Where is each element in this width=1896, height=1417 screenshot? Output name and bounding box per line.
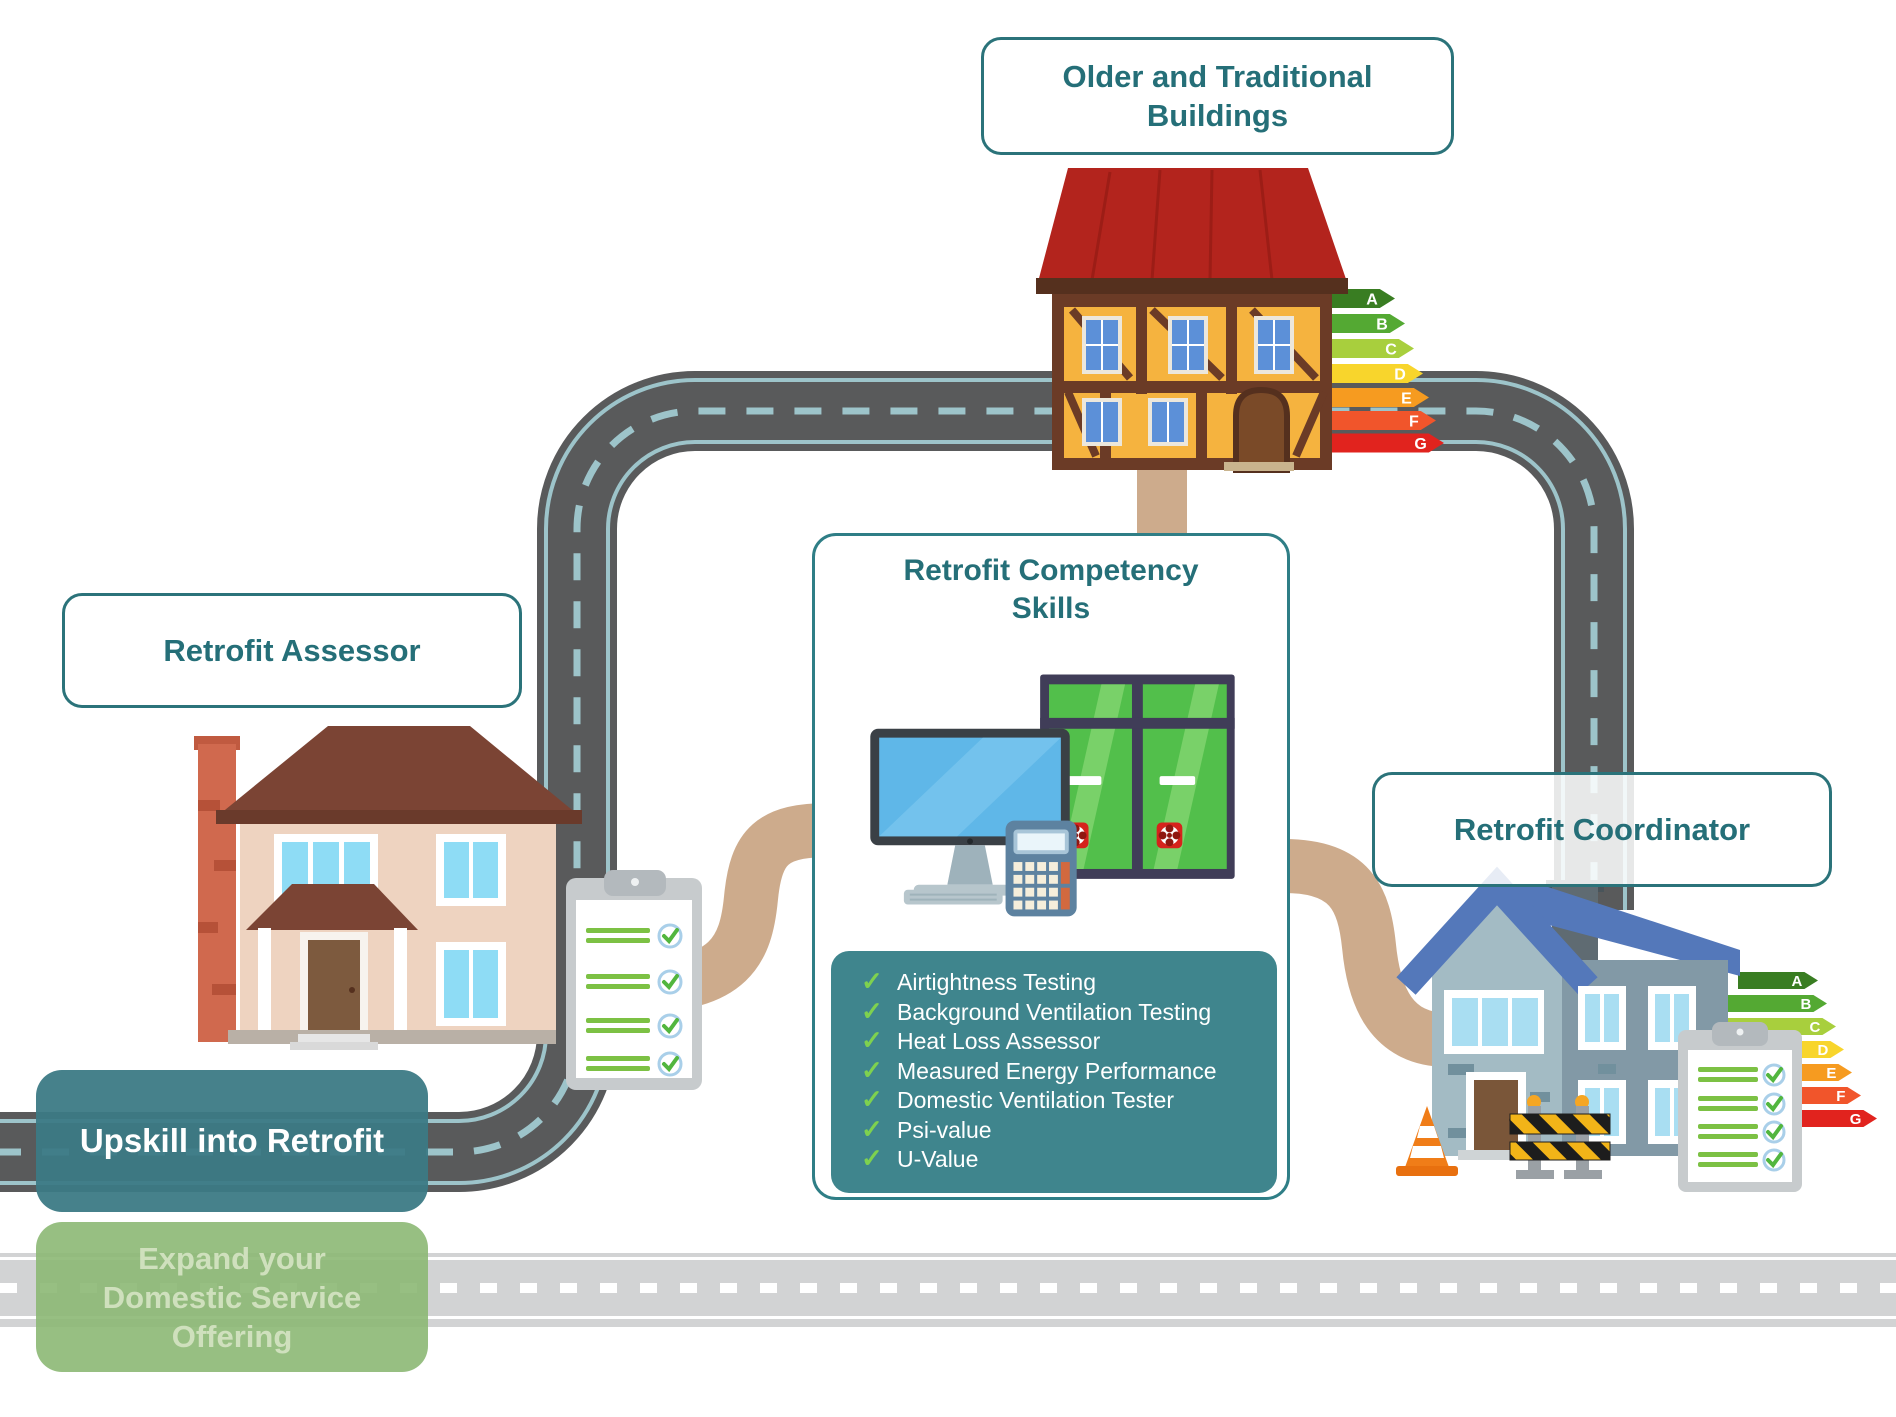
epc-letter-C: C	[1385, 341, 1397, 358]
skill-item: ✓ Psi-value	[861, 1114, 1277, 1144]
keyboard-icon	[903, 889, 1003, 905]
fan-icon	[1156, 822, 1183, 849]
assessor-clipboard	[566, 870, 702, 1090]
epc-arrow-B	[1726, 995, 1827, 1012]
traditional-house	[1036, 168, 1348, 473]
check-icon: ✓	[861, 1113, 883, 1144]
door	[308, 940, 360, 1034]
traffic-cone	[1396, 1106, 1458, 1176]
roof	[220, 726, 577, 814]
label-retrofit-coordinator: Retrofit Coordinator	[1372, 772, 1832, 887]
hazard-bar	[1509, 1113, 1611, 1135]
roof-right	[1500, 886, 1740, 976]
skill-item: ✓ U-Value	[861, 1143, 1277, 1173]
epc-letter-G: G	[1414, 436, 1426, 453]
banner-line: Expand your	[138, 1240, 326, 1276]
check-icon: ✓	[861, 1025, 883, 1055]
epc-letter-A: A	[1366, 291, 1378, 308]
banner-text: Upskill into Retrofit	[79, 1122, 385, 1159]
check-icon: ✓	[861, 966, 883, 996]
arched-door	[1233, 386, 1290, 473]
coordinator-clipboard	[1678, 1022, 1802, 1192]
epc-letter-B: B	[1801, 996, 1812, 1013]
label-line: Older and Traditional	[1062, 59, 1373, 94]
epc-letter-F: F	[1836, 1088, 1845, 1105]
connector-top	[1137, 460, 1187, 540]
skill-label: Psi-value	[897, 1116, 992, 1143]
upskill-into-retrofit-banner: Upskill into Retrofit	[36, 1070, 428, 1212]
connector-right	[1283, 839, 1450, 1067]
epc-letter-C: C	[1810, 1019, 1821, 1036]
label-line: Retrofit Assessor	[163, 632, 421, 668]
windows	[1444, 986, 1696, 1144]
epc-letter-D: D	[1394, 366, 1406, 383]
skill-item: ✓ Airtightness Testing	[861, 966, 1277, 996]
roof	[1038, 168, 1347, 282]
assessor-house	[194, 726, 582, 1050]
panel-title-line: Retrofit Competency	[903, 554, 1199, 587]
check-icon: ✓	[861, 1054, 883, 1085]
banner-line: Offering	[171, 1318, 293, 1354]
skill-label: Measured Energy Performance	[897, 1057, 1217, 1084]
coordinator-house	[1396, 866, 1740, 1160]
label-line: Retrofit Coordinator	[1453, 811, 1751, 847]
skill-item: ✓ Domestic Ventilation Tester	[861, 1084, 1277, 1114]
label-retrofit-assessor: Retrofit Assessor	[62, 593, 522, 708]
check-icon: ✓	[861, 1084, 883, 1114]
panel-illustration	[870, 674, 1235, 917]
skill-label: Domestic Ventilation Tester	[897, 1087, 1174, 1113]
epc-letter-E: E	[1401, 390, 1412, 407]
skill-label: Background Ventilation Testing	[897, 998, 1212, 1025]
checklist-rows	[586, 923, 683, 1077]
epc-letter-E: E	[1826, 1065, 1836, 1082]
check-icon: ✓	[861, 1143, 883, 1173]
skill-item: ✓ Background Ventilation Testing	[861, 996, 1277, 1026]
epc-letter-G: G	[1850, 1111, 1862, 1128]
label-line: Buildings	[1146, 98, 1289, 133]
expand-domestic-service-banner: Expand your Domestic Service Offering	[36, 1222, 428, 1372]
skill-item: ✓ Heat Loss Assessor	[861, 1025, 1277, 1055]
hazard-bar	[1509, 1141, 1611, 1161]
skill-item: ✓ Measured Energy Performance	[861, 1055, 1277, 1085]
roadworks-barrier	[1509, 1095, 1611, 1179]
porch-roof	[246, 884, 418, 930]
windows	[1082, 316, 1294, 446]
epc-letter-D: D	[1818, 1042, 1829, 1059]
epc-letter-A: A	[1792, 973, 1803, 990]
chimney	[198, 744, 236, 1042]
label-older-traditional-buildings: Older and Traditional Buildings	[981, 37, 1454, 155]
banner-line: Domestic Service	[102, 1279, 362, 1315]
calculator-icon	[1005, 820, 1077, 917]
computer-monitor-icon	[870, 728, 1070, 905]
skill-label: Airtightness Testing	[897, 969, 1097, 995]
epc-letter-F: F	[1409, 413, 1419, 430]
check-icons	[1762, 1063, 1786, 1172]
competency-skills-list: ✓ Airtightness Testing ✓ Background Ventila…	[831, 951, 1277, 1193]
epc-arrow-G	[1295, 433, 1444, 453]
retrofit-competency-panel: Retrofit Competency Skills	[812, 533, 1290, 1200]
panel-title: Retrofit Competency Skills	[815, 552, 1287, 628]
skill-label: Heat Loss Assessor	[897, 1028, 1101, 1054]
skill-label: U-Value	[897, 1146, 979, 1172]
check-icon: ✓	[861, 995, 883, 1026]
check-icons	[657, 923, 683, 1077]
epc-letter-B: B	[1376, 316, 1388, 333]
epc-arrow-A	[1738, 972, 1818, 989]
panel-title-line: Skills	[1011, 592, 1091, 625]
